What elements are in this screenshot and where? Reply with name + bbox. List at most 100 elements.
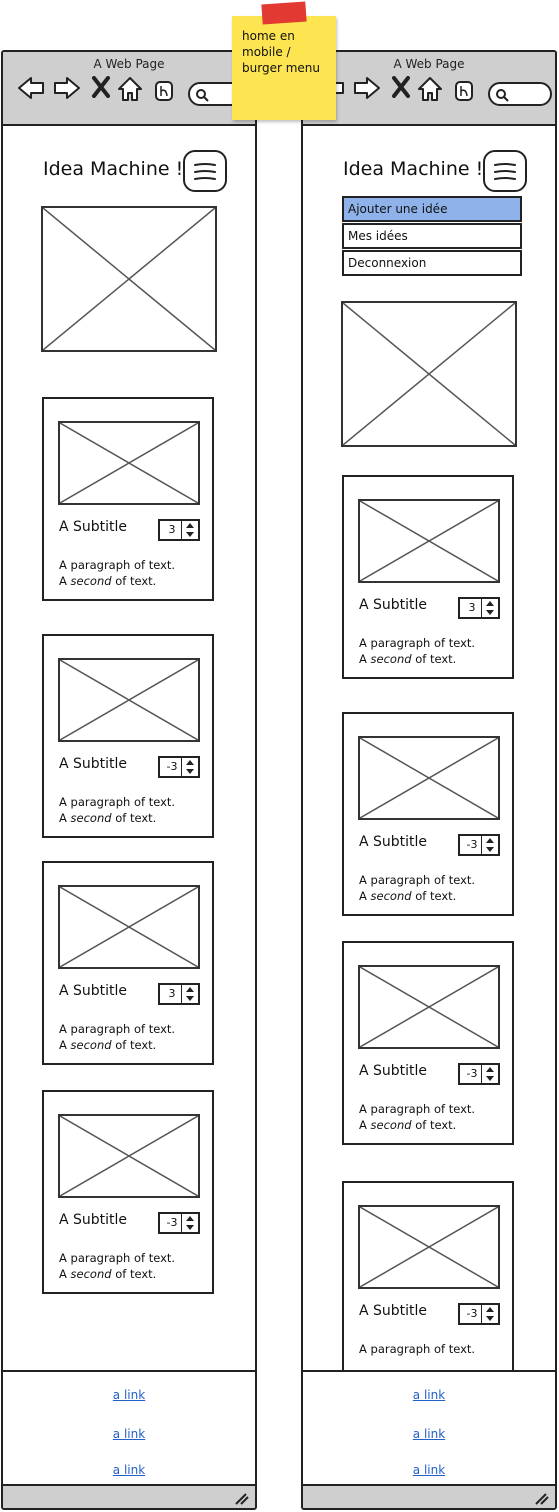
browser-window-right: A Web Page Idea Machine ! Ajouter une id…: [301, 50, 557, 1510]
stepper-arrows-icon[interactable]: [181, 521, 198, 539]
vote-value: 3: [468, 601, 476, 614]
app-title: Idea Machine !: [343, 158, 484, 180]
stepper-arrows-icon[interactable]: [481, 1305, 498, 1323]
card-image-placeholder: [358, 736, 500, 820]
footer-link[interactable]: a link: [412, 1463, 446, 1477]
card-subtitle: A Subtitle: [359, 834, 428, 850]
page-content: Idea Machine ! Ajouter une idée Mes idée…: [303, 124, 555, 1372]
vote-stepper[interactable]: 3: [158, 519, 200, 541]
image-placeholder-icon: [360, 967, 498, 1047]
burger-menu-icon: [494, 163, 516, 180]
vote-value: -3: [466, 1307, 478, 1320]
browser-window-left: A Web Page Idea Machine !: [1, 50, 257, 1510]
card-paragraph: A paragraph of text.A second of text.: [359, 1102, 476, 1132]
menu-item-logout[interactable]: Deconnexion: [342, 250, 522, 276]
image-placeholder-icon: [60, 423, 198, 503]
stop-icon[interactable]: [391, 76, 411, 102]
search-icon: [495, 87, 509, 106]
vote-value: -3: [466, 838, 478, 851]
forward-icon[interactable]: [353, 76, 381, 104]
menu-item-my-ideas[interactable]: Mes idées: [342, 223, 522, 249]
image-placeholder-icon: [60, 660, 198, 740]
browser-toolbar: A Web Page: [303, 52, 555, 126]
bookmark-icon[interactable]: [454, 80, 474, 106]
menu-item-add-idea[interactable]: Ajouter une idée: [342, 196, 522, 222]
address-bar[interactable]: [488, 82, 552, 106]
vote-value: -3: [166, 1216, 178, 1229]
footer-link[interactable]: a link: [112, 1388, 146, 1402]
burger-menu-button[interactable]: [183, 150, 227, 192]
vote-stepper[interactable]: -3: [158, 1212, 200, 1234]
card-image-placeholder: [58, 885, 200, 969]
stepper-arrows-icon[interactable]: [181, 1214, 198, 1232]
vote-stepper[interactable]: -3: [458, 834, 500, 856]
resize-grip-icon[interactable]: [233, 1490, 249, 1508]
idea-card: A Subtitle 3 A paragraph of text.A secon…: [342, 475, 514, 679]
footer-link[interactable]: a link: [412, 1388, 446, 1402]
card-subtitle: A Subtitle: [59, 519, 128, 535]
card-image-placeholder: [358, 965, 500, 1049]
idea-card: A Subtitle 3 A paragraph of text.A secon…: [42, 397, 214, 601]
image-placeholder-icon: [360, 1207, 498, 1287]
card-paragraph: A paragraph of text.: [359, 1342, 476, 1356]
idea-card: A Subtitle -3 A paragraph of text.A seco…: [42, 634, 214, 838]
stepper-arrows-icon[interactable]: [481, 836, 498, 854]
card-paragraph: A paragraph of text.A second of text.: [59, 558, 176, 588]
vote-stepper[interactable]: -3: [158, 756, 200, 778]
vote-value: 3: [168, 987, 176, 1000]
card-subtitle: A Subtitle: [359, 1303, 428, 1319]
stepper-arrows-icon[interactable]: [181, 985, 198, 1003]
card-subtitle: A Subtitle: [59, 756, 128, 772]
app-title: Idea Machine !: [43, 158, 184, 180]
home-icon[interactable]: [117, 76, 143, 106]
idea-card: A Subtitle -3 A paragraph of text.A seco…: [42, 1090, 214, 1294]
burger-menu-button[interactable]: [483, 150, 527, 192]
card-paragraph: A paragraph of text.A second of text.: [59, 1251, 176, 1281]
window-title: A Web Page: [393, 57, 465, 71]
status-bar: [303, 1484, 555, 1508]
card-paragraph: A paragraph of text.A second of text.: [359, 873, 476, 903]
image-placeholder-icon: [60, 1116, 198, 1196]
image-placeholder-icon: [360, 738, 498, 818]
home-icon[interactable]: [417, 76, 443, 106]
card-subtitle: A Subtitle: [59, 983, 128, 999]
back-icon[interactable]: [17, 76, 45, 104]
card-subtitle: A Subtitle: [59, 1212, 128, 1228]
hero-image-placeholder: [341, 301, 517, 447]
footer-link[interactable]: a link: [112, 1463, 146, 1477]
vote-value: -3: [466, 1067, 478, 1080]
stop-icon[interactable]: [91, 76, 111, 102]
forward-icon[interactable]: [53, 76, 81, 104]
stepper-arrows-icon[interactable]: [481, 599, 498, 617]
vote-stepper[interactable]: 3: [458, 597, 500, 619]
burger-menu-icon: [194, 163, 216, 180]
page-content: Idea Machine ! A Subtitle 3 A paragraph …: [3, 124, 255, 1372]
idea-card: A Subtitle -3 A paragraph of text.: [342, 1181, 514, 1370]
bookmark-icon[interactable]: [154, 80, 174, 106]
card-subtitle: A Subtitle: [359, 1063, 428, 1079]
stepper-arrows-icon[interactable]: [181, 758, 198, 776]
image-placeholder-icon: [43, 208, 215, 350]
card-paragraph: A paragraph of text.A second of text.: [359, 636, 476, 666]
stepper-arrows-icon[interactable]: [481, 1065, 498, 1083]
card-image-placeholder: [58, 1114, 200, 1198]
footer-links: a link a link a link: [3, 1372, 255, 1486]
card-image-placeholder: [358, 1205, 500, 1289]
idea-card: A Subtitle -3 A paragraph of text.A seco…: [342, 712, 514, 916]
image-placeholder-icon: [343, 303, 515, 445]
vote-value: 3: [168, 523, 176, 536]
vote-stepper[interactable]: 3: [158, 983, 200, 1005]
window-title: A Web Page: [93, 57, 165, 71]
vote-stepper[interactable]: -3: [458, 1303, 500, 1325]
footer-links: a link a link a link: [303, 1372, 555, 1486]
footer-link[interactable]: a link: [112, 1427, 146, 1441]
resize-grip-icon[interactable]: [533, 1490, 549, 1508]
image-placeholder-icon: [360, 501, 498, 581]
vote-stepper[interactable]: -3: [458, 1063, 500, 1085]
idea-card: A Subtitle 3 A paragraph of text.A secon…: [42, 861, 214, 1065]
footer-link[interactable]: a link: [412, 1427, 446, 1441]
card-image-placeholder: [58, 421, 200, 505]
status-bar: [3, 1484, 255, 1508]
